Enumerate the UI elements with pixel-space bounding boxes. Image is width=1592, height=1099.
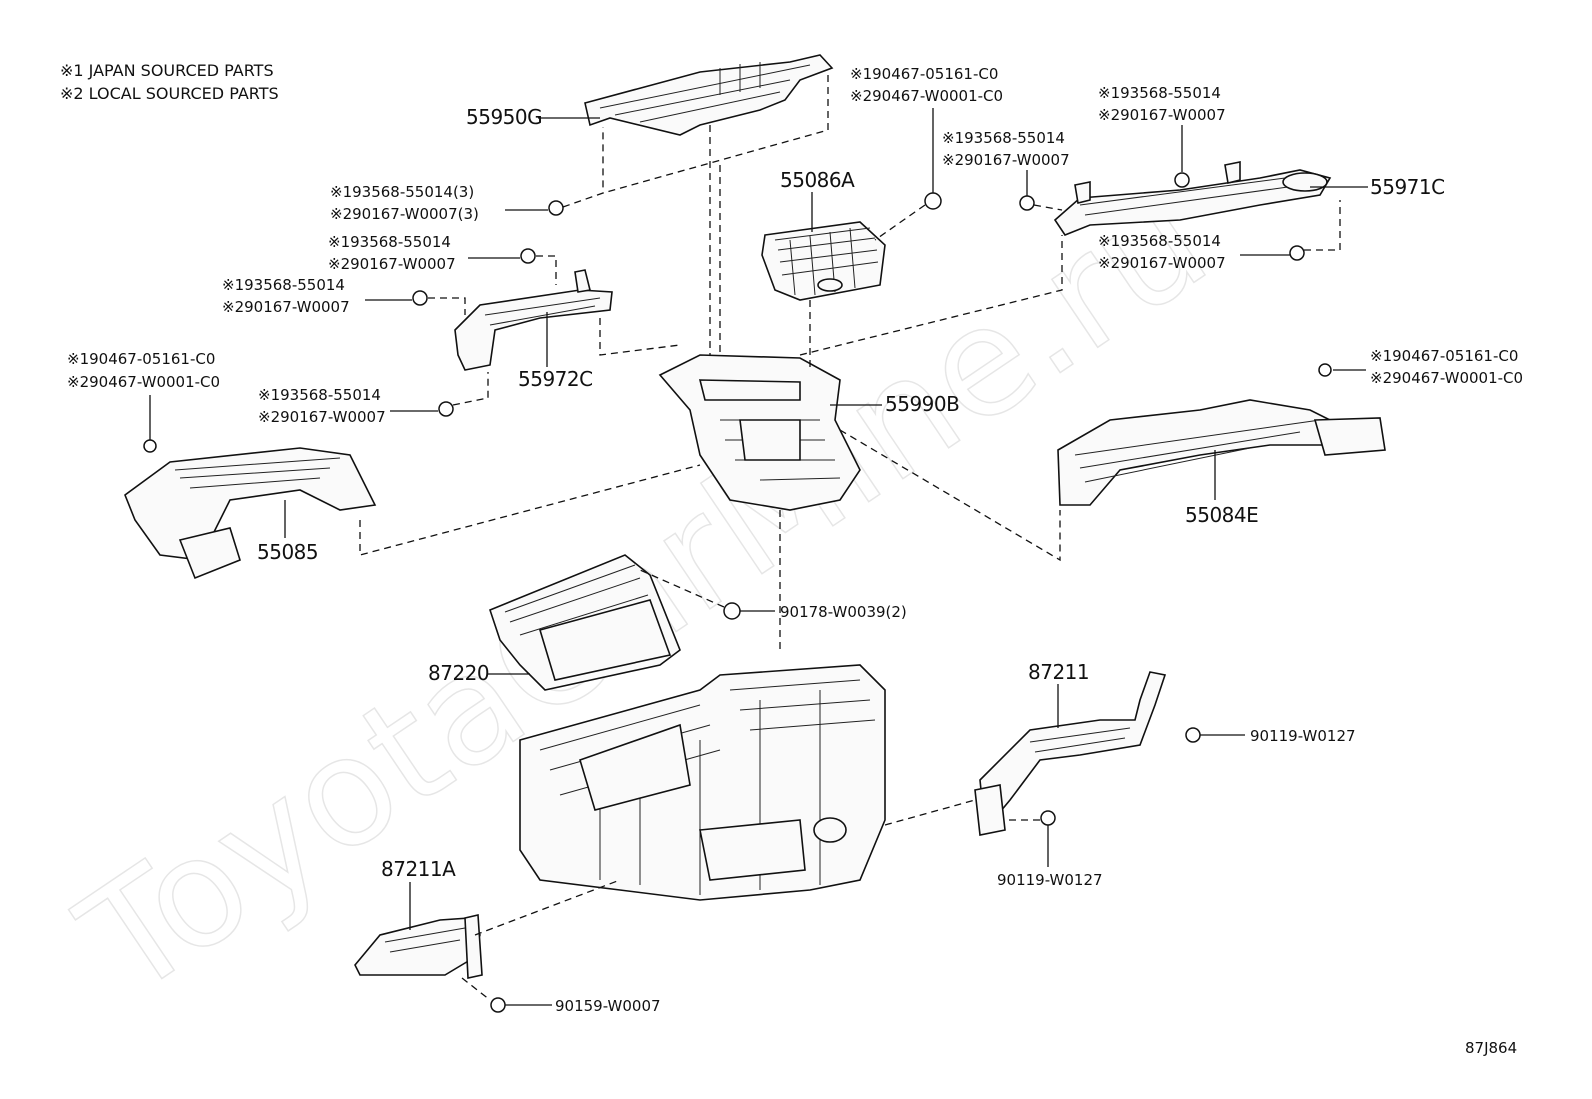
part-87220[interactable] [489, 554, 681, 691]
part-hvac-unit [519, 664, 886, 901]
fastener-label-r3a: ※193568-55014 [1098, 232, 1221, 250]
screw-55950G[interactable] [548, 200, 564, 216]
part-55950G[interactable] [584, 54, 834, 136]
screw-87211A[interactable] [490, 997, 506, 1013]
label-87211[interactable]: 87211 [1028, 660, 1090, 684]
screw-55971C-left[interactable] [1019, 195, 1035, 211]
screw-55971C-bottom[interactable] [1289, 245, 1305, 261]
fastener-label-l3a: ※193568-55014 [222, 276, 345, 294]
figure-code: 87J864 [1465, 1039, 1517, 1057]
fastener-label-r2a: ※193568-55014 [942, 129, 1065, 147]
part-55086A[interactable] [761, 221, 886, 301]
label-55990B[interactable]: 55990B [885, 392, 960, 416]
fastener-label-l4c1: ※190467-05161-C0 [67, 350, 215, 368]
part-55084E[interactable] [1057, 399, 1386, 506]
part-55085[interactable] [124, 447, 377, 580]
label-87211A[interactable]: 87211A [381, 857, 457, 881]
screw-55972C-bottom[interactable] [438, 401, 454, 417]
part-87211[interactable] [974, 671, 1167, 836]
part-87211A[interactable] [354, 914, 483, 979]
fastener-label-l5a: ※193568-55014 [258, 386, 381, 404]
fastener-label-nut: 90178-W0039(2) [780, 603, 907, 621]
screw-55972C-top[interactable] [520, 248, 536, 264]
fastener-label-r1a: ※193568-55014 [1098, 84, 1221, 102]
fastener-label-l2a: ※193568-55014 [328, 233, 451, 251]
clip-55084E[interactable] [1318, 363, 1332, 377]
label-55086A[interactable]: 55086A [780, 168, 856, 192]
fastener-label-l5b: ※290167-W0007 [258, 408, 386, 426]
legend-local-sourced: ※2 LOCAL SOURCED PARTS [60, 84, 279, 103]
screw-55971C-top[interactable] [1174, 172, 1190, 188]
fastener-label-r3b: ※290167-W0007 [1098, 254, 1226, 272]
clip-55085[interactable] [143, 439, 157, 453]
label-55972C[interactable]: 55972C [518, 367, 593, 391]
legend-japan-sourced: ※1 JAPAN SOURCED PARTS [60, 61, 274, 80]
part-55990B[interactable] [658, 354, 861, 511]
fastener-label-top-c1: ※190467-05161-C0 [850, 65, 998, 83]
fastener-label-top-c2: ※290467-W0001-C0 [850, 87, 1003, 105]
fastener-label-r1b: ※290167-W0007 [1098, 106, 1226, 124]
fastener-label-r2b: ※290167-W0007 [942, 151, 1070, 169]
fastener-label-l1a: ※193568-55014(3) [330, 183, 474, 201]
fastener-label-l1b: ※290167-W0007(3) [330, 205, 479, 223]
label-55085[interactable]: 55085 [257, 540, 319, 564]
label-55971C[interactable]: 55971C [1370, 175, 1445, 199]
fastener-label-scr1: 90119-W0127 [1250, 727, 1356, 745]
part-55972C[interactable] [454, 269, 613, 371]
fastener-label-l2b: ※290167-W0007 [328, 255, 456, 273]
part-55971C[interactable] [1053, 161, 1332, 236]
fastener-label-scr3: 90159-W0007 [555, 997, 661, 1015]
fastener-label-rc2: ※290467-W0001-C0 [1370, 369, 1523, 387]
nut-87220[interactable] [723, 602, 741, 620]
fastener-label-scr2: 90119-W0127 [997, 871, 1103, 889]
label-55084E[interactable]: 55084E [1185, 503, 1259, 527]
clip-fastener-top[interactable] [924, 192, 942, 210]
fastener-label-l3b: ※290167-W0007 [222, 298, 350, 316]
screw-55972C-left[interactable] [412, 290, 428, 306]
screw-87211-top[interactable] [1185, 727, 1201, 743]
screw-87211-bottom[interactable] [1040, 810, 1056, 826]
label-55950G[interactable]: 55950G [466, 105, 543, 129]
fastener-label-l4c2: ※290467-W0001-C0 [67, 373, 220, 391]
label-87220[interactable]: 87220 [428, 661, 490, 685]
fastener-label-rc1: ※190467-05161-C0 [1370, 347, 1518, 365]
